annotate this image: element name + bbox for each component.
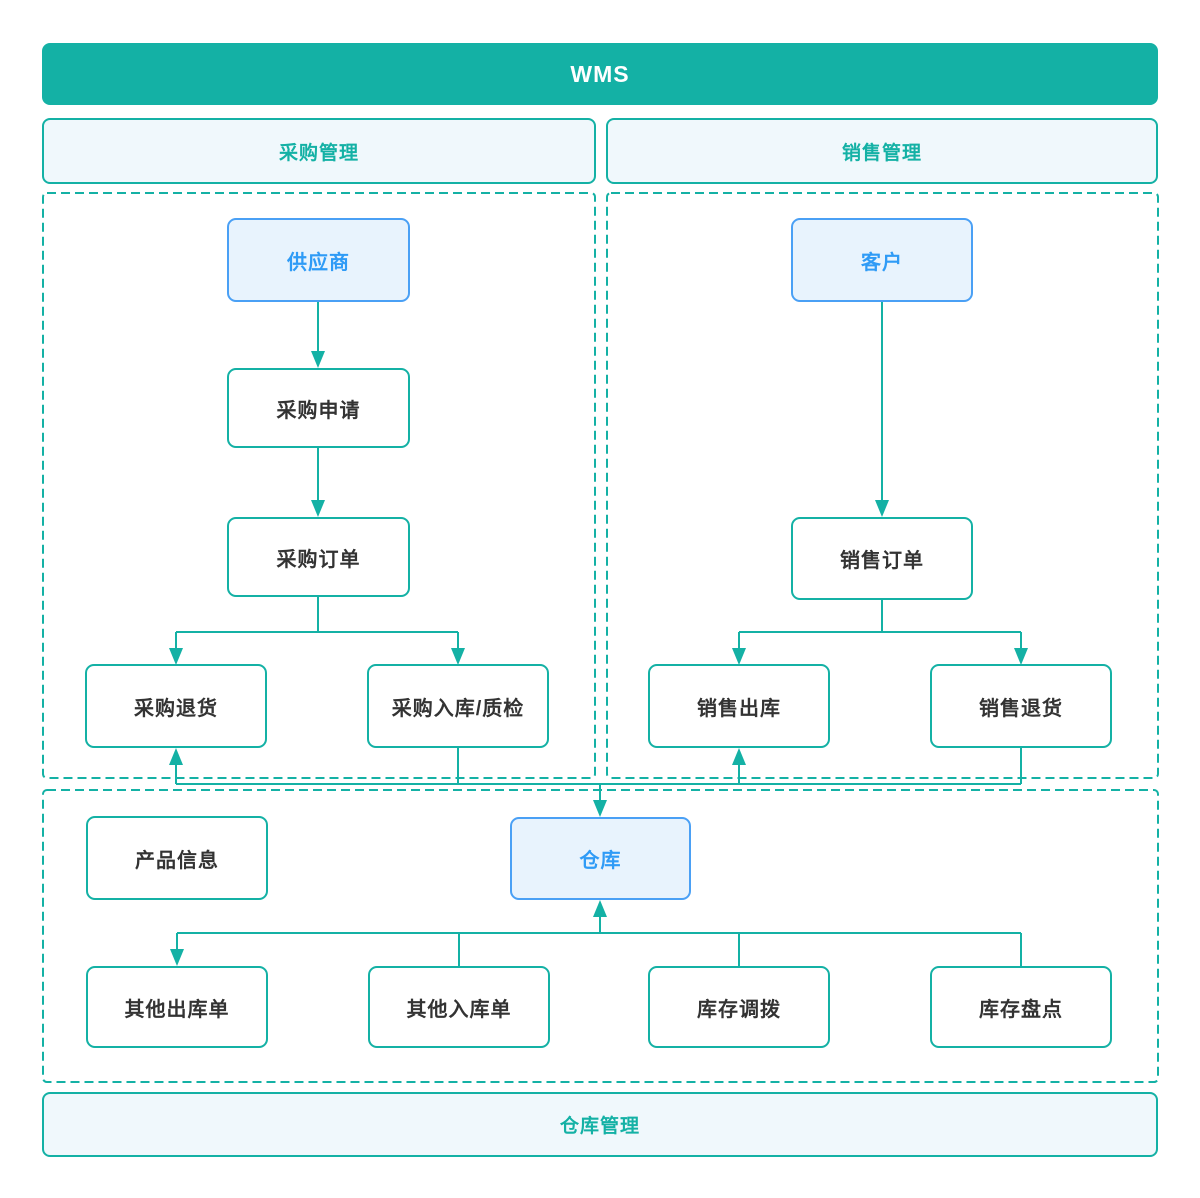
edge-purchase-order-split <box>175 597 459 648</box>
node-warehouse-label: 仓库 <box>579 850 622 872</box>
node-supplier-label: 供应商 <box>287 251 350 274</box>
node-product-info: 产品信息 <box>86 816 268 900</box>
arrow-into-purchase-request <box>311 351 325 368</box>
node-purchase-inbound-qc-label: 采购入库/质检 <box>391 697 525 720</box>
warehouse-section-footer: 仓库管理 <box>42 1092 1158 1157</box>
node-other-outbound: 其他出库单 <box>86 966 268 1048</box>
node-other-inbound-label: 其他入库单 <box>406 998 512 1021</box>
node-purchase-inbound-qc: 采购入库/质检 <box>367 664 549 748</box>
node-stock-transfer-label: 库存调拨 <box>697 998 781 1021</box>
arrow-into-other-outbound <box>170 949 184 966</box>
wms-title: WMS <box>570 60 630 87</box>
arrow-into-warehouse-top <box>593 800 607 817</box>
arrow-into-sales-return <box>1014 648 1028 665</box>
node-purchase-request-label: 采购申请 <box>276 399 361 422</box>
node-purchase-return: 采购退货 <box>85 664 267 748</box>
purchase-section-header: 采购管理 <box>42 118 596 184</box>
node-other-outbound-label: 其他出库单 <box>124 998 230 1021</box>
arrow-into-sales-outbound-top <box>732 648 746 665</box>
node-sales-return: 销售退货 <box>930 664 1112 748</box>
node-product-info-label: 产品信息 <box>135 849 219 872</box>
node-supplier: 供应商 <box>227 218 410 302</box>
node-purchase-request: 采购申请 <box>227 368 410 448</box>
node-sales-order-label: 销售订单 <box>840 550 924 572</box>
node-purchase-return-label: 采购退货 <box>134 697 218 720</box>
sales-section-header: 销售管理 <box>606 118 1158 184</box>
node-sales-outbound: 销售出库 <box>648 664 830 748</box>
wms-title-bar: WMS <box>42 43 1158 105</box>
arrow-into-purchase-order <box>311 500 325 517</box>
arrow-up-into-purchase-return <box>169 748 183 765</box>
arrow-into-purchase-inbound-qc <box>451 648 465 665</box>
node-purchase-order-label: 采购订单 <box>276 548 361 571</box>
node-sales-return-label: 销售退货 <box>979 697 1063 720</box>
warehouse-footer-label: 仓库管理 <box>559 1116 640 1137</box>
node-customer-label: 客户 <box>861 251 903 274</box>
node-sales-order: 销售订单 <box>791 517 973 600</box>
arrow-into-purchase-return <box>169 648 183 665</box>
purchase-header-label: 采购管理 <box>278 142 359 164</box>
node-sales-outbound-label: 销售出库 <box>697 697 781 720</box>
sales-header-label: 销售管理 <box>841 142 922 164</box>
edge-sales-order-split <box>738 600 1022 648</box>
edge-midsection-bus <box>175 748 1022 801</box>
node-customer: 客户 <box>791 218 973 302</box>
node-stock-count-label: 库存盘点 <box>979 998 1063 1021</box>
node-other-inbound: 其他入库单 <box>368 966 550 1048</box>
node-stock-count: 库存盘点 <box>930 966 1112 1048</box>
node-purchase-order: 采购订单 <box>227 517 410 597</box>
arrow-up-into-sales-outbound <box>732 748 746 765</box>
arrow-into-sales-order <box>875 500 889 517</box>
node-stock-transfer: 库存调拨 <box>648 966 830 1048</box>
arrow-up-into-warehouse-bottom <box>593 900 607 917</box>
edge-warehouse-bus <box>176 916 1022 966</box>
node-warehouse: 仓库 <box>510 817 691 900</box>
